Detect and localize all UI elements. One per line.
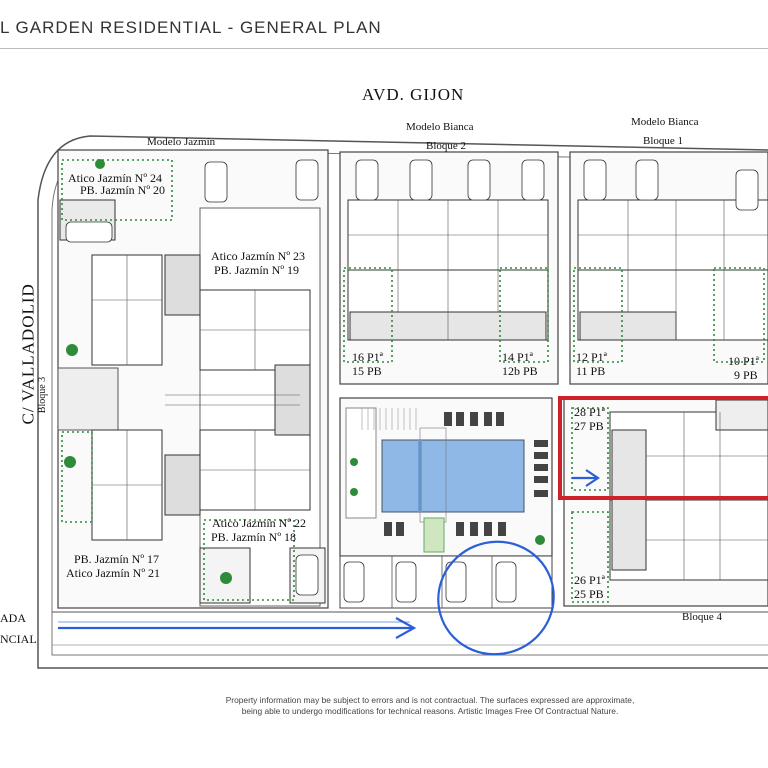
unit-26-label: 26 P1ª: [574, 573, 605, 587]
street-bottom-partial-2: NCIAL: [0, 632, 37, 646]
unit-20-label: PB. Jazmín Nº 20: [80, 183, 166, 197]
unit-18-label: PB. Jazmín Nº 18: [211, 530, 297, 544]
unit-12b-label: 12b PB: [502, 364, 538, 378]
disclaimer-line-2: being able to undergo modifications for …: [241, 706, 619, 716]
unit-21-label: Atico Jazmín Nº 21: [66, 566, 161, 580]
block-3-label: Bloque 3: [37, 376, 48, 414]
unit-25-label: 25 PB: [574, 587, 604, 601]
legal-disclaimer: Property information may be subject to e…: [170, 695, 690, 717]
block-4-label: Bloque 4: [682, 611, 723, 623]
unit-11-label: 11 PB: [576, 364, 606, 378]
unit-14-label: 14 P1ª: [502, 350, 533, 364]
unit-17-label: PB. Jazmín Nº 17: [74, 552, 160, 566]
unit-27-label: 27 PB: [574, 419, 604, 433]
street-bottom-partial-1: ADA: [0, 611, 26, 625]
block-1-label: Bloque 1: [643, 135, 684, 147]
unit-28-label: 28 P1ª: [574, 405, 605, 419]
block-2-label: Bloque 2: [426, 140, 467, 152]
unit-22-label: Atico Jazmín Nº 22: [212, 516, 307, 530]
page-title: L GARDEN RESIDENTIAL - GENERAL PLAN: [0, 18, 382, 37]
unit-23-label: Atico Jazmín Nº 23: [211, 249, 306, 263]
unit-10-label: 10 P1ª: [728, 354, 759, 368]
unit-9-label: 9 PB: [734, 368, 758, 382]
unit-15-label: 15 PB: [352, 364, 382, 378]
street-avd-gijon: AVD. GIJON: [362, 85, 465, 104]
unit-24-label: Atico Jazmín Nº 24: [68, 171, 163, 185]
model-bianca-label-2: Modelo Bianca: [406, 121, 474, 133]
header-divider: [0, 48, 768, 49]
unit-16-label: 16 P1ª: [352, 350, 383, 364]
model-jazmin-label: Modelo Jazmín: [147, 136, 216, 148]
disclaimer-line-1: Property information may be subject to e…: [225, 695, 635, 705]
model-bianca-label-1: Modelo Bianca: [631, 116, 699, 128]
street-c-valladolid: C/ VALLADOLID: [18, 283, 38, 425]
unit-12-label: 12 P1ª: [576, 350, 607, 364]
unit-19-label: PB. Jazmín Nº 19: [214, 263, 300, 277]
